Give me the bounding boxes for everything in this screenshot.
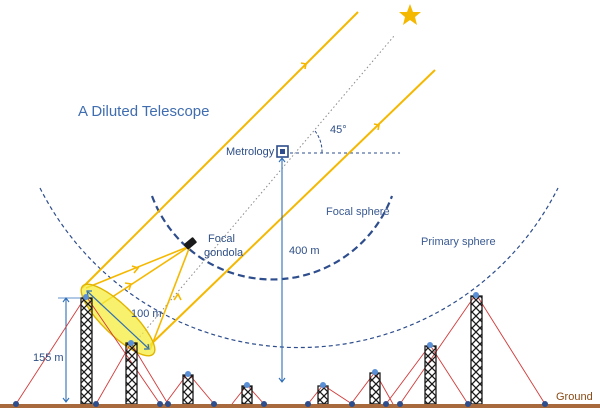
telescope-axis xyxy=(131,35,395,347)
primary-sphere-label: Primary sphere xyxy=(421,236,496,248)
metrology-label: Metrology xyxy=(226,146,275,158)
tower xyxy=(369,372,381,405)
distance-400-label: 400 m xyxy=(289,245,320,257)
height-155-label: 155 m xyxy=(33,352,64,364)
reflected-arrow-3 xyxy=(173,292,182,301)
focal-sphere-arc xyxy=(150,195,394,281)
tower-top-markers xyxy=(83,292,479,388)
tower xyxy=(241,385,253,405)
light-beam-right xyxy=(144,69,436,351)
ground-label: Ground xyxy=(556,391,593,403)
reflected-beam-1 xyxy=(85,245,191,289)
reflected-beam-3 xyxy=(99,245,191,306)
tower xyxy=(317,385,329,405)
reflected-arrow-1 xyxy=(131,265,140,274)
height-155-head-bottom xyxy=(62,397,70,403)
tower xyxy=(470,295,483,405)
metrology-box-center xyxy=(280,149,285,154)
focal-sphere-label: Focal sphere xyxy=(326,206,390,218)
tower xyxy=(80,297,93,405)
anchor-points xyxy=(13,401,548,407)
focal-gondola-label-2: gondola xyxy=(204,247,244,259)
beam-arrow-right xyxy=(373,123,380,131)
tower xyxy=(424,345,437,405)
diagram-title: A Diluted Telescope xyxy=(78,103,209,120)
support-towers xyxy=(80,295,483,405)
distance-100-label: 100 m xyxy=(131,308,162,320)
angle-arc xyxy=(314,130,323,154)
tower xyxy=(125,342,138,405)
light-beam-left xyxy=(81,11,359,289)
distance-400-head-top xyxy=(278,157,286,163)
primary-sphere-arc xyxy=(39,187,559,349)
mirror-arrow-head-2 xyxy=(144,343,150,350)
mirror-diameter-arrow xyxy=(87,291,149,349)
focal-gondola-label-1: Focal xyxy=(208,233,235,245)
mirror-arrow-head-1 xyxy=(86,290,92,297)
star-icon xyxy=(399,4,421,25)
distance-400-head-bottom xyxy=(278,377,286,383)
reflected-beam-4 xyxy=(149,245,191,351)
tower xyxy=(182,374,194,405)
angle-label: 45° xyxy=(330,124,347,136)
beam-arrow-left xyxy=(300,62,307,70)
reflected-arrow-2 xyxy=(124,282,133,291)
ground-line xyxy=(0,404,600,408)
gondola-icon xyxy=(183,237,197,250)
